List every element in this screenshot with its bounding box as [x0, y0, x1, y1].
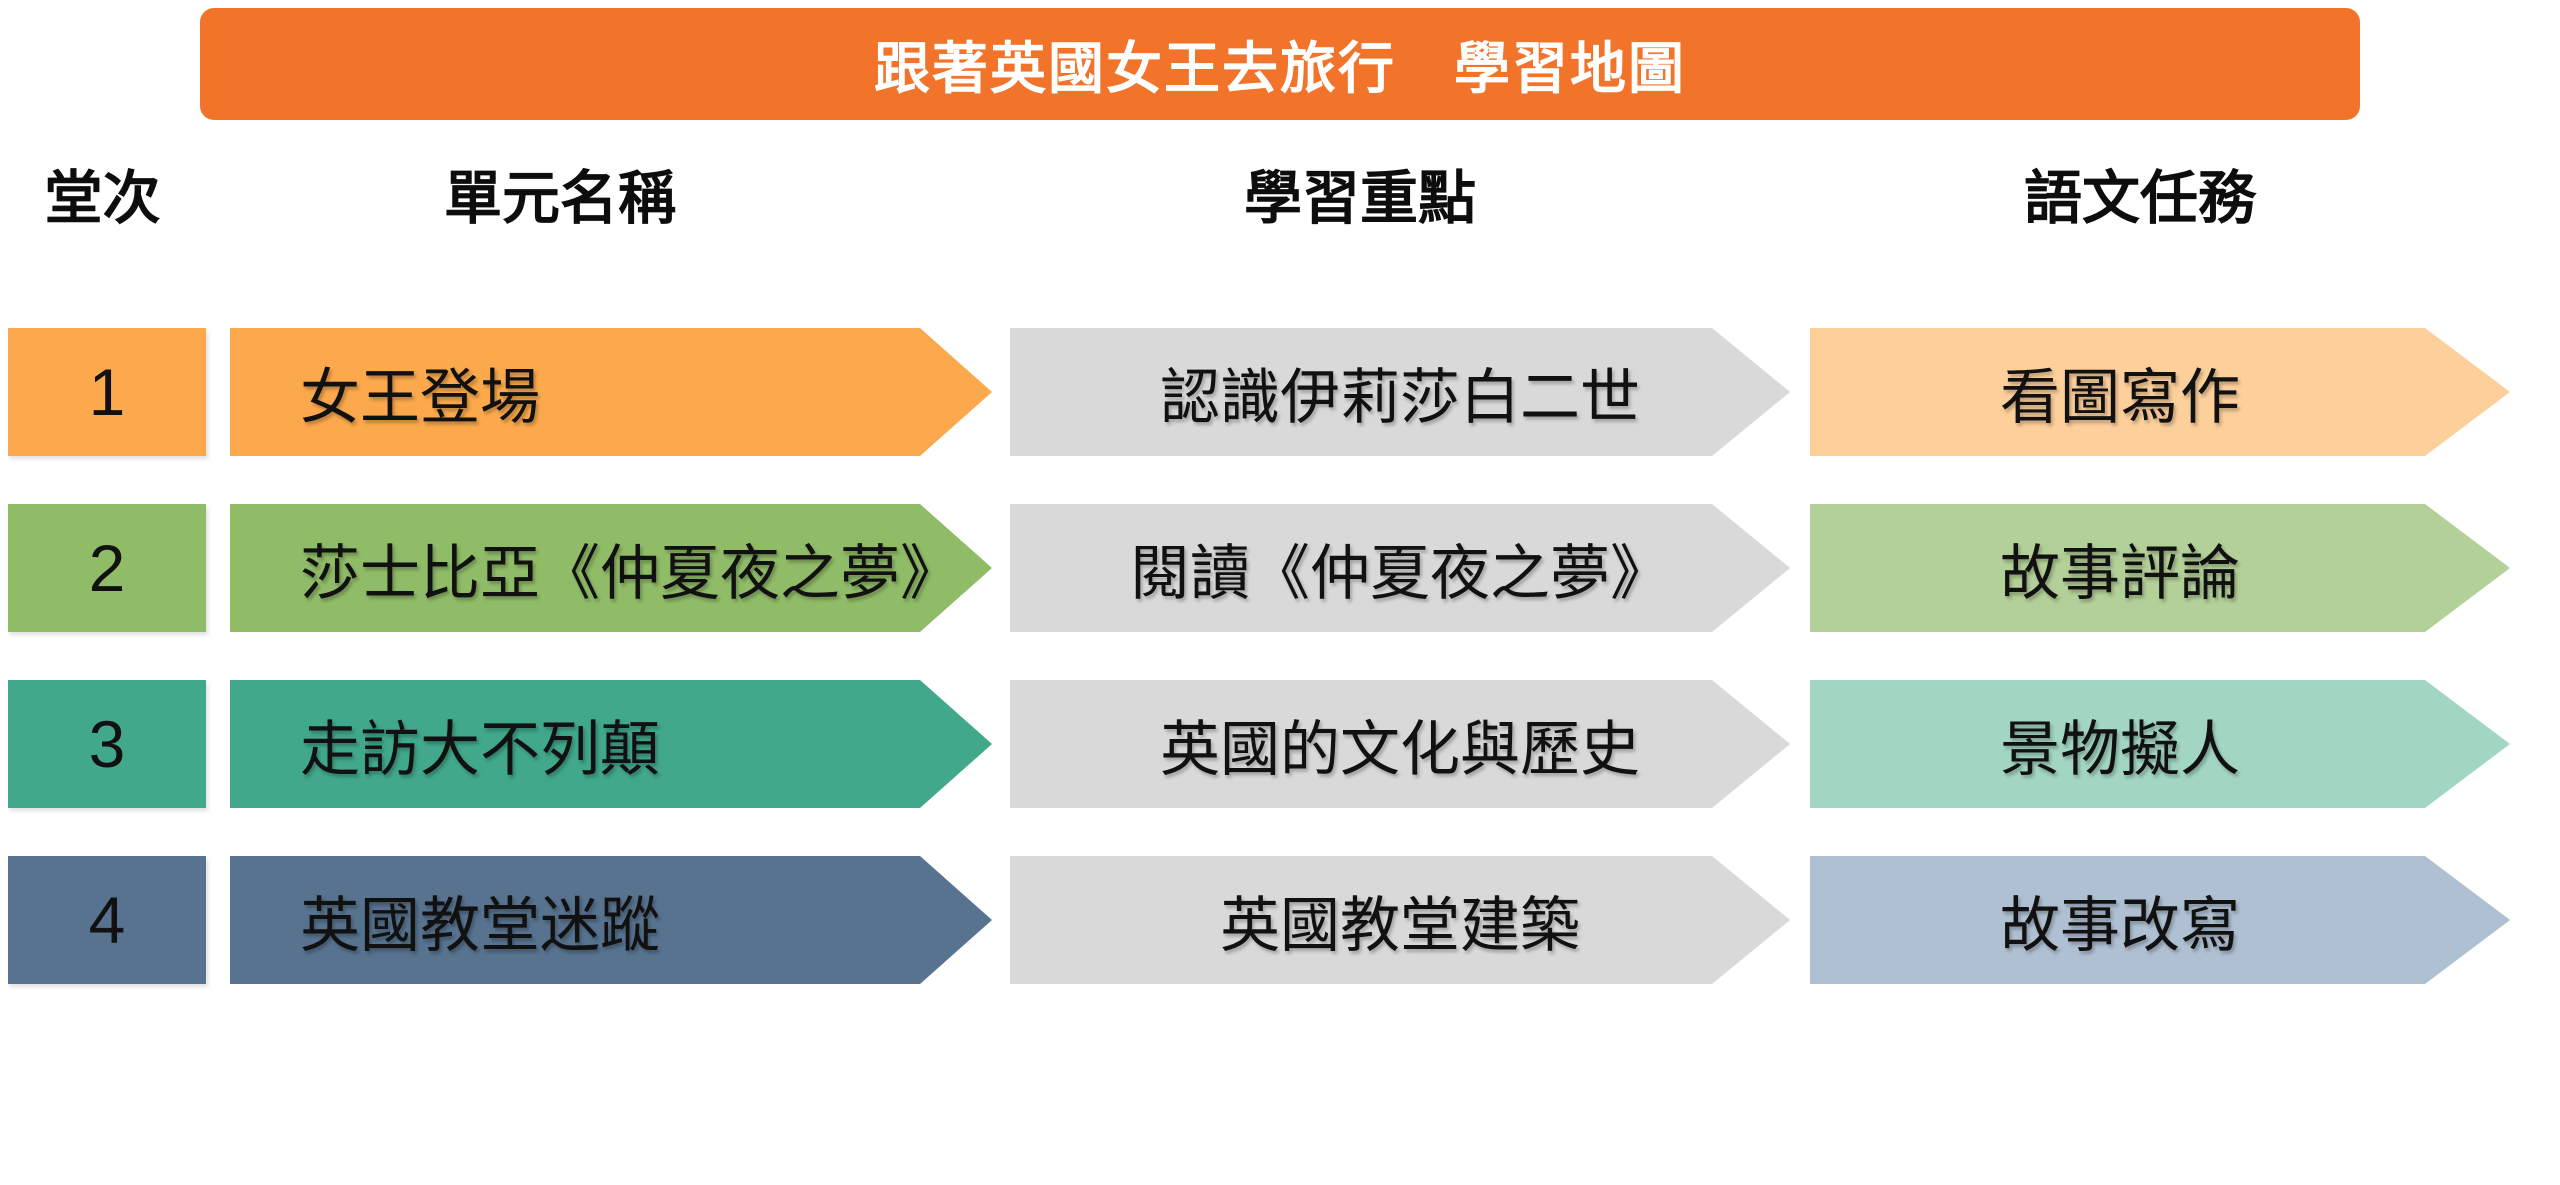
column-header-focus: 學習重點 — [1243, 166, 1476, 231]
map-row: 4 英國教堂迷蹤 英國教堂建築 故事改寫 — [0, 856, 2560, 984]
unit-label: 走訪大不列顛 — [300, 715, 660, 783]
session-number-box: 1 — [8, 328, 206, 456]
unit-arrow: 莎士比亞《仲夏夜之夢》 — [230, 504, 992, 632]
focus-label: 英國的文化與歷史 — [1160, 715, 1640, 783]
map-row: 1 女王登場 認識伊莉莎白二世 看圖寫作 — [0, 328, 2560, 456]
session-number-box: 3 — [8, 680, 206, 808]
task-arrow: 景物擬人 — [1810, 680, 2510, 808]
focus-arrow: 認識伊莉莎白二世 — [1010, 328, 1790, 456]
unit-arrow: 英國教堂迷蹤 — [230, 856, 992, 984]
unit-label: 莎士比亞《仲夏夜之夢》 — [300, 539, 960, 607]
unit-arrow: 女王登場 — [230, 328, 992, 456]
page-title: 跟著英國女王去旅行 學習地圖 — [874, 36, 1686, 100]
task-label: 故事改寫 — [2000, 891, 2240, 959]
task-label: 看圖寫作 — [2000, 363, 2240, 431]
session-number-box: 4 — [8, 856, 206, 984]
task-label: 故事評論 — [2000, 539, 2240, 607]
task-arrow: 故事評論 — [1810, 504, 2510, 632]
unit-label: 英國教堂迷蹤 — [300, 891, 660, 959]
task-arrow: 故事改寫 — [1810, 856, 2510, 984]
focus-arrow: 英國的文化與歷史 — [1010, 680, 1790, 808]
focus-arrow: 閱讀《仲夏夜之夢》 — [1010, 504, 1790, 632]
column-header-session: 堂次 — [44, 166, 161, 231]
focus-arrow: 英國教堂建築 — [1010, 856, 1790, 984]
task-arrow: 看圖寫作 — [1810, 328, 2510, 456]
unit-arrow: 走訪大不列顛 — [230, 680, 992, 808]
title-banner: 跟著英國女王去旅行 學習地圖 — [200, 8, 2360, 120]
session-number-box: 2 — [8, 504, 206, 632]
unit-label: 女王登場 — [300, 363, 540, 431]
task-label: 景物擬人 — [2000, 715, 2240, 783]
focus-label: 認識伊莉莎白二世 — [1160, 363, 1640, 431]
column-header-unit: 單元名稱 — [443, 166, 676, 231]
map-row: 2 莎士比亞《仲夏夜之夢》 閱讀《仲夏夜之夢》 故事評論 — [0, 504, 2560, 632]
column-header-task: 語文任務 — [2023, 166, 2256, 231]
focus-label: 英國教堂建築 — [1220, 891, 1580, 959]
map-row: 3 走訪大不列顛 英國的文化與歷史 景物擬人 — [0, 680, 2560, 808]
focus-label: 閱讀《仲夏夜之夢》 — [1130, 539, 1670, 607]
